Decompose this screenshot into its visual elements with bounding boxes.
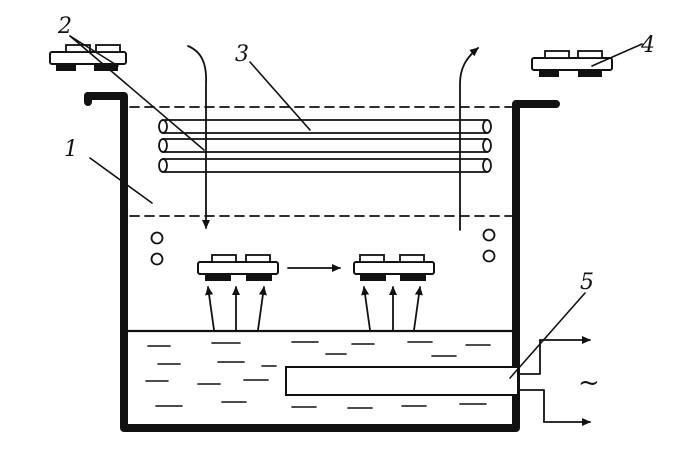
left-vapor-holes bbox=[152, 233, 163, 265]
right-vapor-holes bbox=[484, 230, 495, 262]
label-3: 3 bbox=[235, 42, 249, 67]
vapor-arrows-left bbox=[208, 287, 264, 330]
label-2: 2 bbox=[57, 14, 72, 39]
heater bbox=[286, 367, 518, 395]
cooling-coil bbox=[159, 120, 491, 172]
label-4: 4 bbox=[640, 33, 655, 58]
flow-arrows bbox=[188, 46, 478, 268]
part-top-right bbox=[532, 51, 612, 77]
part-in-vapor-right bbox=[354, 255, 434, 281]
label-1: 1 bbox=[64, 137, 78, 162]
part-top-left bbox=[50, 45, 126, 71]
label-5: 5 bbox=[580, 270, 594, 295]
leader-lines bbox=[70, 36, 642, 378]
part-in-vapor-left bbox=[198, 255, 278, 281]
ac-symbol: ~ bbox=[578, 368, 600, 398]
vapor-arrows-right bbox=[364, 287, 420, 330]
